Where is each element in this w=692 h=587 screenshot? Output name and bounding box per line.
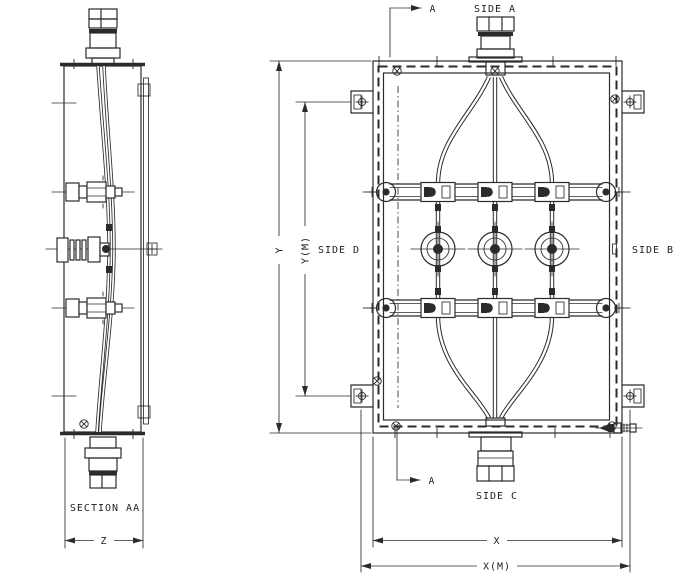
section-bottom-gland <box>84 436 122 489</box>
section-caption: SECTION AA <box>70 503 140 514</box>
dimension-y: Y <box>269 60 372 434</box>
dimension-xm: X(M) <box>360 409 631 573</box>
screw-icon <box>490 66 500 76</box>
dimension-z: Z <box>64 437 144 549</box>
dimension-x: X <box>372 436 623 548</box>
screw-icon <box>79 419 89 429</box>
front-cables-top <box>435 76 555 185</box>
mounting-lugs <box>350 90 645 408</box>
section-view: SECTION AA Z <box>45 8 163 549</box>
side-c-label: SIDE C <box>476 491 518 502</box>
front-view: A A SIDE A SIDE C SIDE D SIDE B Y Y(M) <box>269 4 674 573</box>
section-cut-arrow-bottom: A <box>396 427 436 487</box>
terminal-rail-lower <box>363 299 630 318</box>
screw-icon <box>392 66 402 76</box>
section-bushing-middle <box>45 236 163 263</box>
dimension-y-label: Y <box>275 246 286 253</box>
terminal-rail-upper <box>363 183 630 202</box>
section-cut-arrow-top: A <box>389 4 437 58</box>
front-top-gland <box>468 16 523 76</box>
dimension-x-label: X <box>493 536 500 547</box>
screw-icon <box>372 376 382 386</box>
dimension-ym-label: Y(M) <box>301 236 312 264</box>
side-d-label: SIDE D <box>318 245 360 256</box>
earthing-bolt <box>595 422 643 434</box>
section-bushing-bottom <box>51 291 135 325</box>
dimension-xm-label: X(M) <box>483 562 511 573</box>
section-top-gland <box>85 8 121 66</box>
dimension-ym: Y(M) <box>295 101 351 397</box>
section-cut-label-bottom: A <box>429 476 436 487</box>
front-bottom-gland <box>468 417 523 482</box>
side-a-label: SIDE A <box>474 4 516 15</box>
section-cut-label-top: A <box>430 4 437 15</box>
screw-icon <box>610 94 620 104</box>
section-cover-panel <box>143 77 149 425</box>
side-b-label: SIDE B <box>632 245 674 256</box>
front-cables-bottom <box>435 315 555 420</box>
cable-ferrules <box>435 204 555 295</box>
dimension-z-label: Z <box>100 536 107 547</box>
section-bushing-top <box>51 175 135 209</box>
